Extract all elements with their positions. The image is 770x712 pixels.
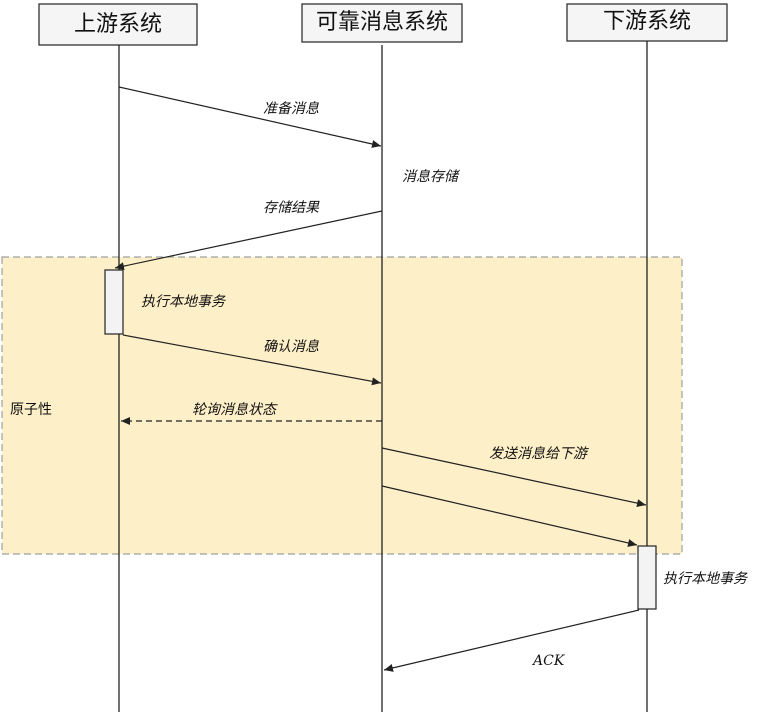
- msg-store-label: 消息存储: [402, 169, 461, 185]
- atomicity-region: [1, 256, 683, 555]
- msg-prepare-label: 准备消息: [263, 101, 319, 117]
- exec-local-down-label: 执行本地事务: [663, 571, 748, 587]
- msg-deliver-arrow: [381, 485, 638, 547]
- msg-confirm-label: 确认消息: [263, 339, 319, 355]
- msg-confirm-arrow: [122, 334, 382, 386]
- actor-upstream: 上游系统: [38, 3, 198, 46]
- atomicity-region-label: 原子性: [10, 402, 52, 418]
- actor-mq-label: 可靠消息系统: [316, 10, 448, 35]
- exec-local-up-label: 执行本地事务: [141, 294, 226, 310]
- msg-send-label: 发送消息给下游: [489, 446, 589, 462]
- msg-ack-arrow: [383, 609, 640, 672]
- msg-store-result-arrow: [114, 210, 383, 271]
- activation-upstream: [104, 269, 124, 335]
- actor-upstream-label: 上游系统: [74, 12, 162, 37]
- msg-prepare-arrow: [118, 86, 382, 148]
- activation-downstream: [637, 545, 657, 610]
- actor-downstream-label: 下游系统: [603, 9, 691, 34]
- actor-mq: 可靠消息系统: [301, 3, 463, 43]
- msg-send-arrow: [381, 447, 647, 508]
- msg-store-result-label: 存储结果: [263, 200, 320, 216]
- msg-poll-label: 轮询消息状态: [192, 402, 278, 418]
- msg-ack-label: ACK: [531, 653, 566, 669]
- actor-downstream: 下游系统: [566, 3, 728, 42]
